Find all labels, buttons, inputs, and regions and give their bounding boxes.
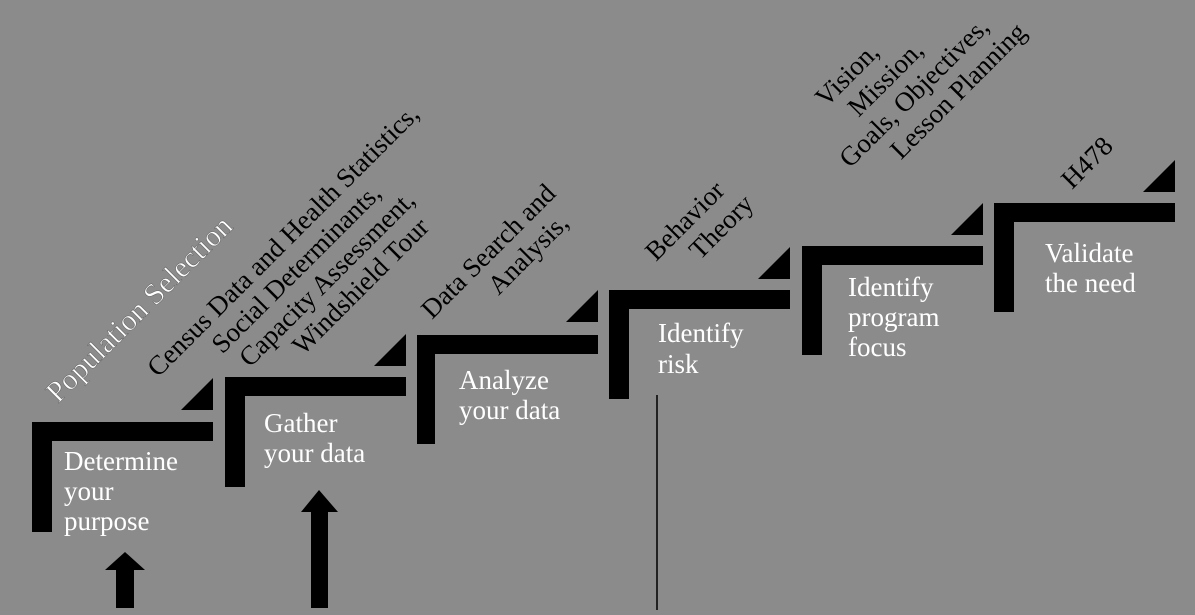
step-2-riser [225, 377, 245, 487]
step-5-label-clip-mask [840, 357, 930, 375]
step-4-label: Identify risk [658, 318, 750, 379]
step-5-annotation: Vision, Mission, Goals, Objectives, Less… [791, 0, 1032, 194]
step-1-label-line-3: purpose [64, 506, 149, 536]
step-1: Determine your purpose Population Select… [32, 209, 239, 536]
step-3-tread [417, 335, 598, 354]
step-4-label-line-1: Identify [658, 318, 744, 348]
step-3-annotation: Data Search and Analysis, [415, 173, 587, 345]
step-3-riser [417, 335, 435, 444]
step-1-label-line-2: your [64, 476, 114, 506]
step-1-label-line-1: Determine [64, 446, 178, 476]
step-2-tread [225, 377, 406, 396]
step-4-label-line-2: risk [658, 349, 699, 379]
up-arrow-icon [105, 552, 145, 608]
step-1-tread [32, 422, 213, 441]
step-3-label-line-1: Analyze [459, 365, 549, 395]
up-arrow-icon [301, 490, 338, 608]
step-2-label: Gather your data [264, 408, 365, 468]
step-1-corner-wedge [181, 378, 213, 410]
step-5-label-line-1: Identify [848, 272, 934, 302]
step-5: Identify program focus Vision, Mission, … [791, 0, 1032, 375]
step-5-label-line-2: program [848, 302, 939, 332]
step-6-label: Validate the need [1045, 238, 1140, 298]
step-6-label-line-2: the need [1045, 268, 1136, 298]
step-6-corner-wedge [1143, 160, 1175, 192]
step-6-tread [994, 203, 1175, 222]
step-4-tread [609, 290, 790, 309]
step-1-riser [32, 422, 52, 532]
step-6-annotation: H478 [1055, 131, 1119, 195]
step-4-corner-wedge [758, 247, 790, 279]
step-5-label: Identify program focus [848, 272, 946, 362]
step-3: Analyze your data Data Search and Analys… [415, 173, 598, 444]
step-6: Validate the need H478 [994, 131, 1175, 312]
step-6-label-line-1: Validate [1045, 238, 1133, 268]
step-5-tread [802, 246, 983, 265]
step-4: Identify risk Behavior Theory [609, 167, 790, 610]
step-2-label-line-1: Gather [264, 408, 337, 438]
step-4-annotation: Behavior Theory [639, 167, 760, 288]
step-2-label-line-2: your data [264, 438, 365, 468]
step-3-label: Analyze your data [459, 365, 560, 425]
step-4-riser [609, 290, 629, 399]
step-3-corner-wedge [566, 290, 598, 322]
step-5-riser [802, 246, 822, 355]
step-5-corner-wedge [951, 203, 983, 235]
step-3-label-line-2: your data [459, 395, 560, 425]
step-2-corner-wedge [374, 334, 406, 366]
step-1-label: Determine your purpose [64, 446, 185, 536]
step-6-riser [994, 203, 1014, 312]
step-6-annotation-line-1: H478 [1055, 131, 1119, 195]
